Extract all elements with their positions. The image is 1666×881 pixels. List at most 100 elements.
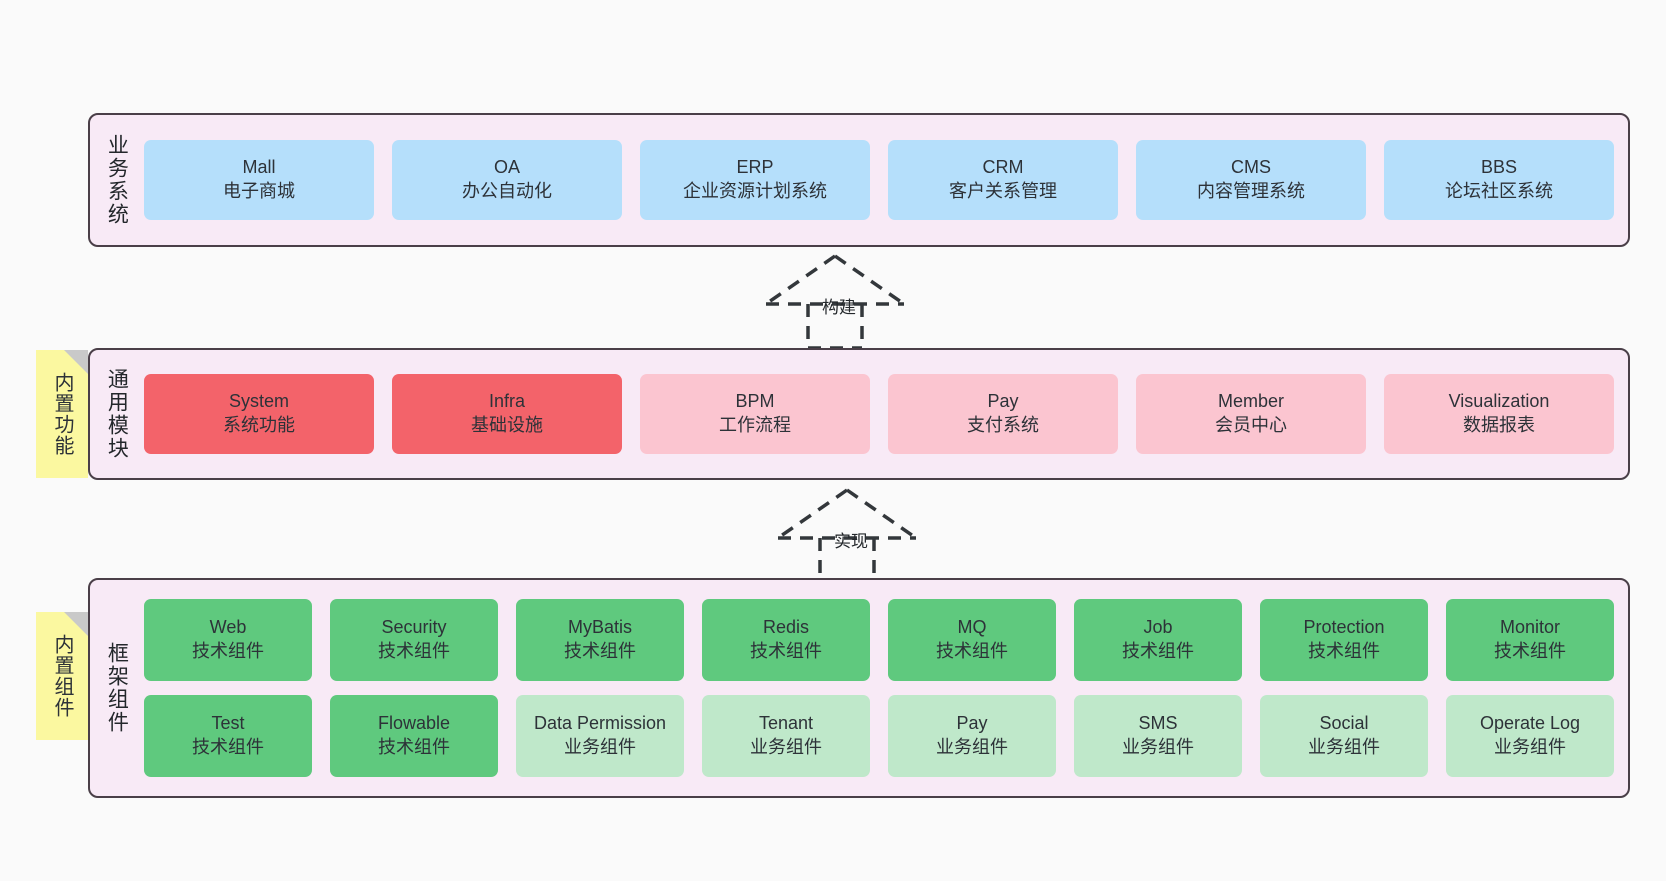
module-card-erp[interactable]: ERP 企业资源计划系统 — [640, 140, 870, 220]
module-card-crm[interactable]: CRM 客户关系管理 — [888, 140, 1118, 220]
layer-framework-components: 框架组件 Web 技术组件 Security 技术组件 MyBatis 技术组件… — [88, 578, 1630, 798]
module-card-subtitle: 数据报表 — [1463, 415, 1535, 435]
component-card-monitor[interactable]: Monitor 技术组件 — [1446, 599, 1614, 681]
component-card-title: Pay — [956, 713, 988, 734]
module-card-subtitle: 会员中心 — [1215, 415, 1287, 435]
component-card-flowable[interactable]: Flowable 技术组件 — [330, 695, 498, 777]
component-card-title: Operate Log — [1479, 713, 1581, 734]
layer-cells-common: System 系统功能 Infra 基础设施 BPM 工作流程 Pay 支付系统… — [142, 350, 1628, 478]
arrow-label-build: 构建 — [822, 298, 856, 317]
layer-cells-business: Mall 电子商城 OA 办公自动化 ERP 企业资源计划系统 CRM 客户关系… — [142, 115, 1628, 245]
component-card-subtitle: 技术组件 — [1308, 641, 1380, 661]
module-card-system[interactable]: System 系统功能 — [144, 374, 374, 454]
module-card-subtitle: 支付系统 — [967, 415, 1039, 435]
module-card-subtitle: 内容管理系统 — [1197, 181, 1305, 201]
module-card-subtitle: 基础设施 — [471, 415, 543, 435]
module-card-bbs[interactable]: BBS 论坛社区系统 — [1384, 140, 1614, 220]
module-card-mall[interactable]: Mall 电子商城 — [144, 140, 374, 220]
component-card-job[interactable]: Job 技术组件 — [1074, 599, 1242, 681]
sticky-note-label: 内置组件 — [51, 634, 73, 718]
module-card-title: Pay — [987, 391, 1019, 412]
component-card-title: SMS — [1138, 713, 1178, 734]
module-card-pay[interactable]: Pay 支付系统 — [888, 374, 1118, 454]
module-card-title: OA — [493, 157, 520, 178]
module-card-title: Infra — [488, 391, 526, 412]
sticky-note-builtin-features: 内置功能 — [36, 350, 88, 478]
component-card-title: Tenant — [758, 713, 814, 734]
component-card-operate-log[interactable]: Operate Log 业务组件 — [1446, 695, 1614, 777]
component-card-subtitle: 业务组件 — [936, 737, 1008, 757]
component-card-subtitle: 技术组件 — [1494, 641, 1566, 661]
cell-row: System 系统功能 Infra 基础设施 BPM 工作流程 Pay 支付系统… — [144, 374, 1614, 454]
sticky-note-builtin-components: 内置组件 — [36, 612, 88, 740]
component-card-title: Flowable — [377, 713, 451, 734]
generalization-arrow-build: 构建 — [760, 252, 910, 350]
cell-row: Test 技术组件 Flowable 技术组件 Data Permission … — [144, 695, 1614, 777]
component-card-subtitle: 技术组件 — [192, 641, 264, 661]
component-card-mybatis[interactable]: MyBatis 技术组件 — [516, 599, 684, 681]
layer-title-framework-components: 框架组件 — [105, 642, 129, 734]
component-card-title: Test — [211, 713, 245, 734]
module-card-subtitle: 办公自动化 — [462, 181, 552, 201]
component-card-protection[interactable]: Protection 技术组件 — [1260, 599, 1428, 681]
module-card-subtitle: 企业资源计划系统 — [683, 181, 827, 201]
component-card-subtitle: 业务组件 — [750, 737, 822, 757]
arrow-label-realize: 实现 — [834, 532, 868, 551]
component-card-security[interactable]: Security 技术组件 — [330, 599, 498, 681]
sticky-note-label: 内置功能 — [51, 372, 73, 456]
module-card-infra[interactable]: Infra 基础设施 — [392, 374, 622, 454]
module-card-title: Member — [1217, 391, 1284, 412]
component-card-subtitle: 业务组件 — [564, 737, 636, 757]
component-card-mq[interactable]: MQ 技术组件 — [888, 599, 1056, 681]
layer-title-common-modules: 通用模块 — [105, 368, 129, 460]
module-card-title: System — [228, 391, 289, 412]
component-card-subtitle: 技术组件 — [378, 737, 450, 757]
component-card-data-permission[interactable]: Data Permission 业务组件 — [516, 695, 684, 777]
module-card-title: Mall — [242, 157, 276, 178]
component-card-subtitle: 业务组件 — [1494, 737, 1566, 757]
component-card-social[interactable]: Social 业务组件 — [1260, 695, 1428, 777]
component-card-title: MQ — [957, 617, 987, 638]
component-card-subtitle: 业务组件 — [1122, 737, 1194, 757]
module-card-title: CRM — [982, 157, 1024, 178]
component-card-subtitle: 技术组件 — [750, 641, 822, 661]
module-card-cms[interactable]: CMS 内容管理系统 — [1136, 140, 1366, 220]
component-card-title: Web — [209, 617, 247, 638]
component-card-subtitle: 技术组件 — [378, 641, 450, 661]
component-card-test[interactable]: Test 技术组件 — [144, 695, 312, 777]
layer-title-business-systems: 业务系统 — [105, 134, 129, 226]
module-card-subtitle: 系统功能 — [223, 415, 295, 435]
module-card-bpm[interactable]: BPM 工作流程 — [640, 374, 870, 454]
component-card-title: Job — [1143, 617, 1173, 638]
component-card-web[interactable]: Web 技术组件 — [144, 599, 312, 681]
module-card-visualization[interactable]: Visualization 数据报表 — [1384, 374, 1614, 454]
module-card-oa[interactable]: OA 办公自动化 — [392, 140, 622, 220]
module-card-title: BBS — [1480, 157, 1518, 178]
component-card-title: Protection — [1303, 617, 1385, 638]
module-card-subtitle: 论坛社区系统 — [1445, 181, 1553, 201]
module-card-subtitle: 客户关系管理 — [949, 181, 1057, 201]
module-card-member[interactable]: Member 会员中心 — [1136, 374, 1366, 454]
component-card-redis[interactable]: Redis 技术组件 — [702, 599, 870, 681]
component-card-subtitle: 技术组件 — [936, 641, 1008, 661]
component-card-title: Monitor — [1499, 617, 1561, 638]
module-card-subtitle: 工作流程 — [719, 415, 791, 435]
component-card-title: Redis — [762, 617, 810, 638]
layer-business-systems: 业务系统 Mall 电子商城 OA 办公自动化 ERP 企业资源计划系统 CRM… — [88, 113, 1630, 247]
component-card-subtitle: 技术组件 — [192, 737, 264, 757]
module-card-title: ERP — [736, 157, 774, 178]
component-card-title: Social — [1319, 713, 1369, 734]
component-card-pay[interactable]: Pay 业务组件 — [888, 695, 1056, 777]
module-card-title: CMS — [1231, 157, 1271, 178]
component-card-sms[interactable]: SMS 业务组件 — [1074, 695, 1242, 777]
component-card-subtitle: 业务组件 — [1308, 737, 1380, 757]
component-card-subtitle: 技术组件 — [1122, 641, 1194, 661]
component-card-tenant[interactable]: Tenant 业务组件 — [702, 695, 870, 777]
layer-common-modules: 通用模块 System 系统功能 Infra 基础设施 BPM 工作流程 Pay… — [88, 348, 1630, 480]
module-card-title: BPM — [735, 391, 775, 412]
cell-row: Web 技术组件 Security 技术组件 MyBatis 技术组件 Redi… — [144, 599, 1614, 681]
component-card-title: Data Permission — [533, 713, 667, 734]
module-card-subtitle: 电子商城 — [223, 181, 295, 201]
component-card-subtitle: 技术组件 — [564, 641, 636, 661]
component-card-title: Security — [381, 617, 447, 638]
